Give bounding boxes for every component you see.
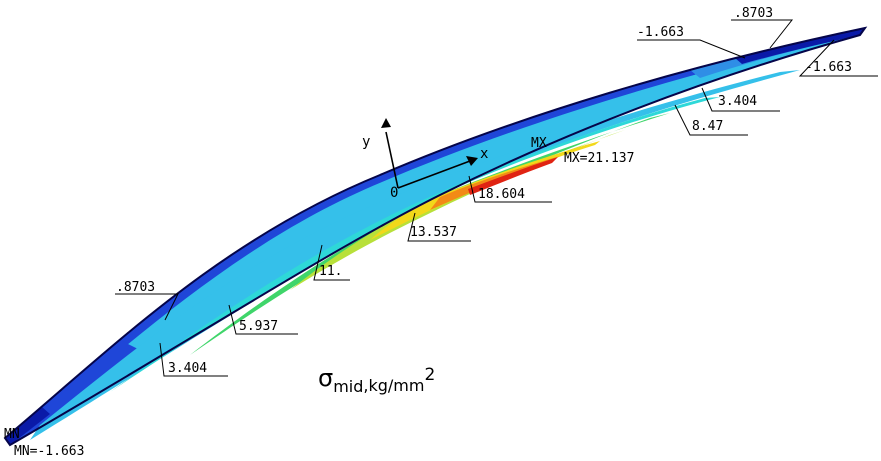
quantity-label: σmid,kg/mm2 [318,364,435,396]
blade-red-max-zone [468,157,558,195]
x-axis-arrowhead [466,156,478,166]
y-axis-arrow [385,131,399,189]
contour-labels: .8703 3.404 5.937 11. 13.537 18.604 8.47… [115,6,878,377]
label-right-top-08703: .8703 [734,6,773,21]
leader-right-end-1663 [798,39,878,77]
leader-right-top-1663 [637,39,746,59]
leader-bottom-left-3404 [159,342,228,377]
blade-outline [3,26,868,447]
label-right-top-1663: -1.663 [637,25,684,40]
min-marker-tag: MN [4,427,20,442]
label-right-end-1663: -1.663 [805,60,852,75]
label-left-5937: 5.937 [239,319,278,334]
leader-center-18604 [468,175,552,203]
label-bottom-left-3404: 3.404 [168,361,207,376]
leader-top-left-08703 [115,293,179,321]
label-center-11: 11. [319,264,342,279]
y-axis-arrowhead [381,118,391,128]
y-axis-label: y [362,134,370,150]
min-value-label: MN=-1.663 [14,444,84,459]
leader-center-13537 [407,212,471,242]
leader-left-5937 [228,304,298,335]
x-axis-arrow [397,160,471,189]
extreme-markers: MX MX=21.137 MN MN=-1.663 [4,136,634,459]
x-axis-label: x [480,146,488,162]
sigma-units: ,kg/mm [363,376,424,395]
label-center-18604: 18.604 [478,187,525,202]
label-right-847: 8.47 [692,119,723,134]
sigma-symbol: σ [318,364,333,392]
leader-right-top-08703 [731,19,794,49]
sigma-subscript: mid [333,377,363,396]
leader-center-11 [313,244,350,281]
blade-cyan-band [110,97,720,392]
label-center-13537: 13.537 [410,225,457,240]
label-right-3404: 3.404 [718,94,757,109]
blade-right-min-zone [735,28,865,64]
max-value-label: MX=21.137 [564,151,634,166]
label-top-left-08703: .8703 [116,280,155,295]
local-axes: y x 0 [362,118,488,201]
sigma-exponent: 2 [424,365,435,385]
origin-label: 0 [390,185,398,201]
max-marker-tag: MX [531,136,547,151]
quantity-text: σmid,kg/mm2 [318,364,435,396]
blade-left-min-zone [5,407,50,445]
blade-contour-plot [3,26,868,447]
leader-right-3404 [701,87,780,112]
leader-right-847 [674,104,748,136]
